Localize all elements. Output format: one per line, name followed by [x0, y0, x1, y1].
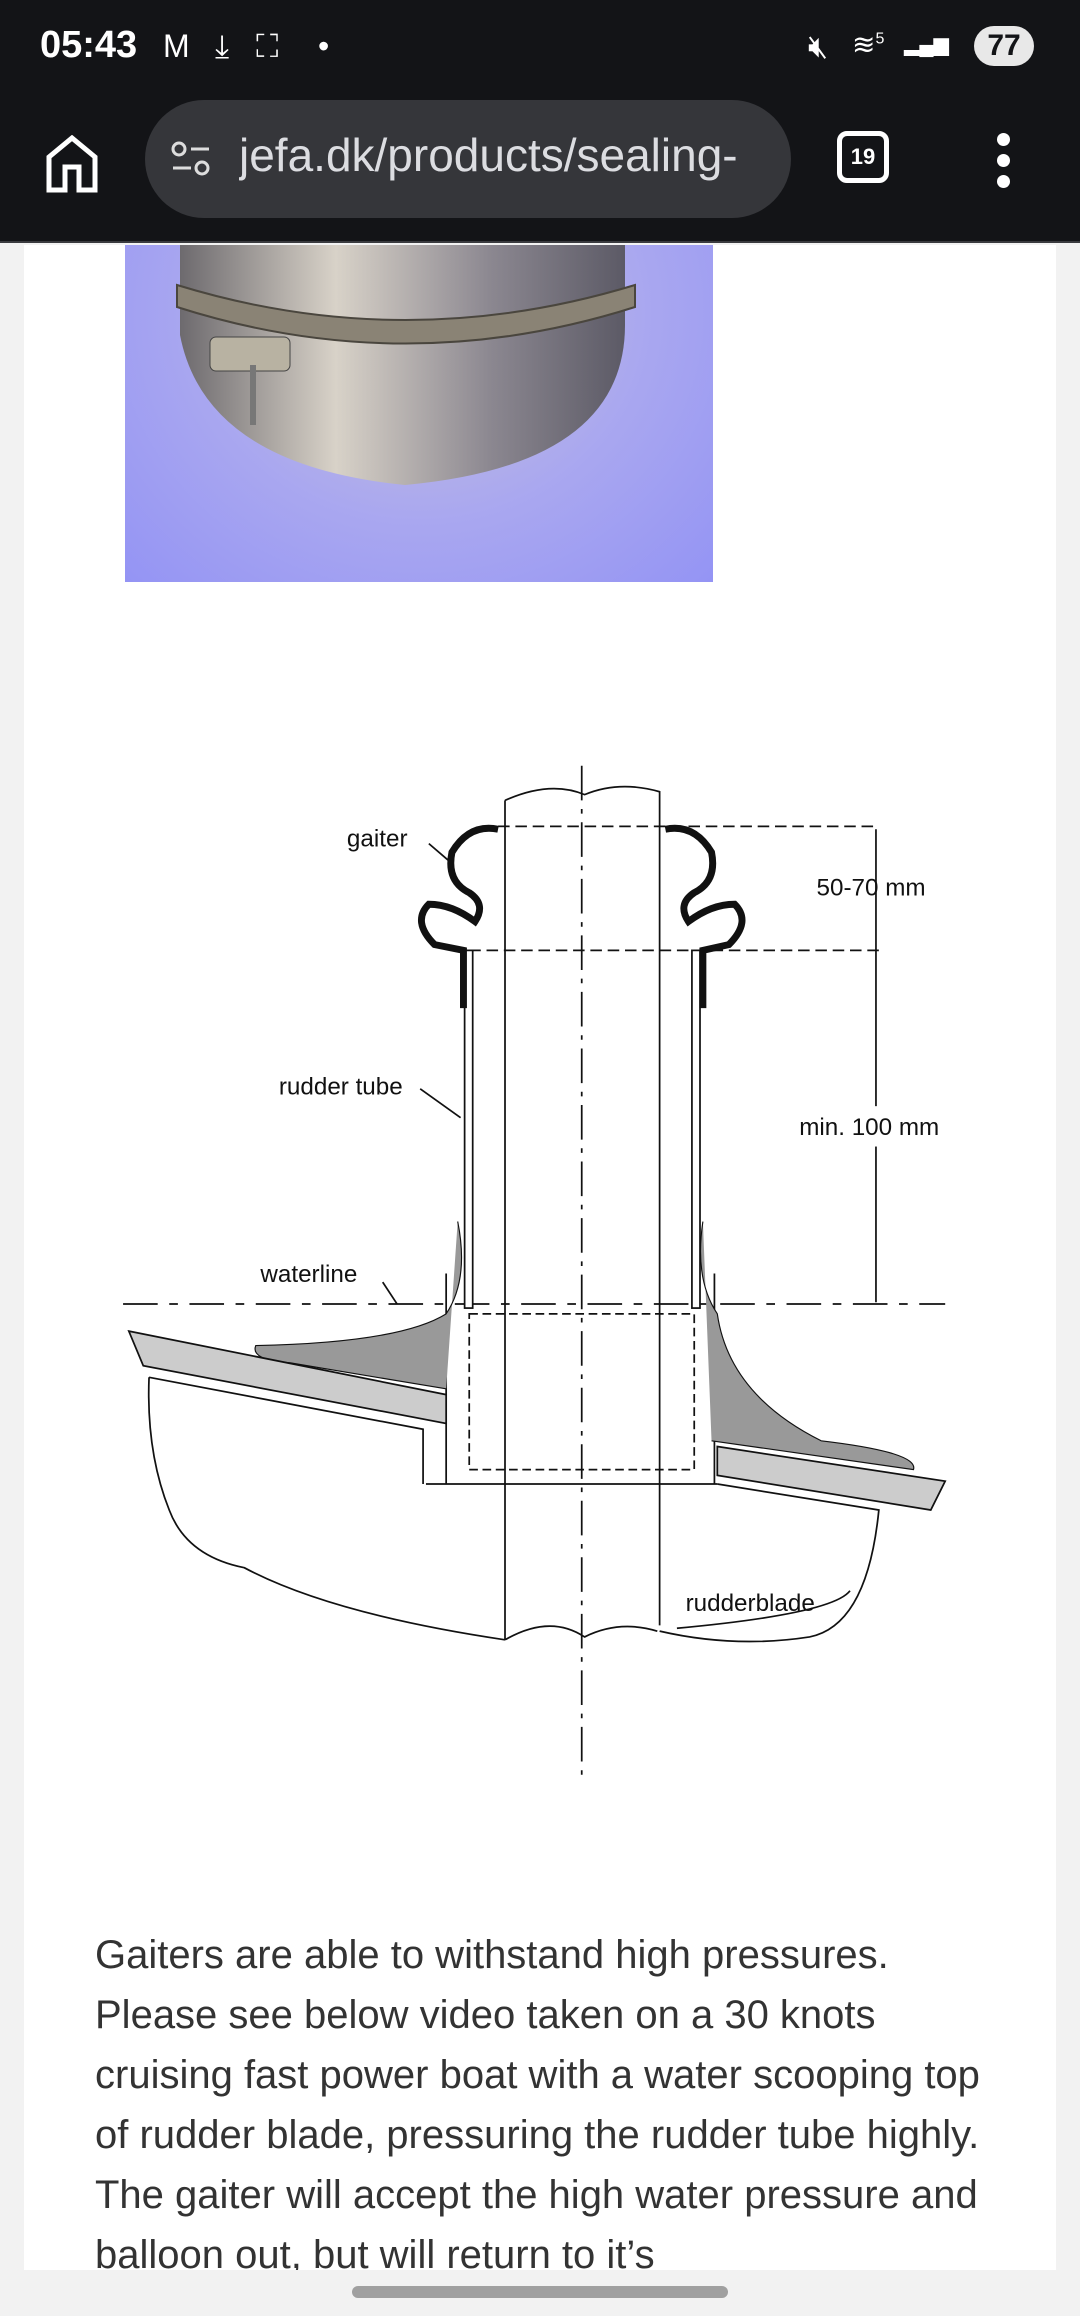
label-rudderblade: rudderblade — [686, 1590, 815, 1617]
battery-indicator: 77 — [974, 26, 1034, 66]
site-settings-icon[interactable] — [169, 140, 213, 178]
signal-icon: ▂▄▆ — [904, 34, 949, 56]
label-dimension-50-70mm: 50-70 mm — [817, 875, 926, 902]
label-gaiter: gaiter — [347, 826, 408, 853]
label-rudder-tube: rudder tube — [279, 1074, 403, 1101]
status-bar: 05:43 M ⤓ ⛶ • 🔇︎ ≋5 ▂▄▆ 77 — [0, 0, 1080, 95]
product-photo — [125, 245, 713, 582]
notification-dot-icon: • — [318, 28, 330, 64]
url-text[interactable]: jefa.dk/products/sealing- — [239, 129, 738, 181]
label-dimension-min-100mm: min. 100 mm — [799, 1114, 939, 1141]
gaiter-installation-diagram: gaiter rudder tube waterline 50-70 mm mi… — [123, 765, 960, 1780]
screenshot-icon: ⛶ — [256, 28, 279, 64]
page-content — [24, 245, 1056, 2270]
label-waterline: waterline — [259, 1261, 357, 1288]
download-icon: ⤓ — [215, 28, 230, 64]
browser-toolbar: jefa.dk/products/sealing- 19 — [0, 95, 1080, 243]
gmail-icon: M — [163, 28, 190, 64]
article-paragraph: Gaiters are able to withstand high press… — [95, 1933, 980, 2270]
home-icon[interactable] — [46, 135, 98, 193]
clock: 05:43 — [40, 24, 138, 66]
tab-switcher-button[interactable]: 19 — [837, 131, 889, 183]
wifi-icon: ≋5 — [852, 29, 885, 60]
mute-icon: 🔇︎ — [808, 28, 829, 64]
address-bar[interactable]: jefa.dk/products/sealing- — [145, 100, 791, 218]
gesture-nav-handle[interactable] — [352, 2286, 728, 2298]
more-menu-icon[interactable] — [997, 133, 1011, 196]
